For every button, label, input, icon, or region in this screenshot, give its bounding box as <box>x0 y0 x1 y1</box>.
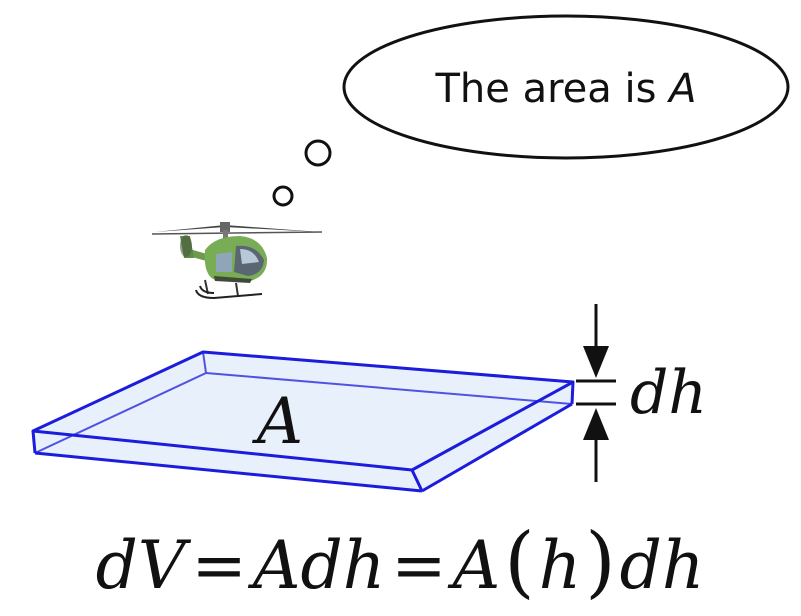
eq-sign-1: = <box>192 527 247 604</box>
slab-area-label: A <box>252 385 303 459</box>
eq-lhs: dV <box>96 527 192 604</box>
eq-rhs-A: A <box>447 527 501 604</box>
slab-top-face <box>33 352 573 470</box>
slab-visible-edges <box>31 350 575 493</box>
thought-bubble-cloud <box>342 14 790 160</box>
eq-mid-A: A <box>247 527 301 604</box>
helicopter-icon <box>151 222 323 300</box>
eq-sign-2: = <box>391 527 446 604</box>
volume-equation: dV=Adh=A(h)dh <box>96 517 705 607</box>
eq-lparen: ( <box>504 517 534 607</box>
eq-rparen: ) <box>585 517 615 607</box>
thickness-label: dh <box>630 358 707 428</box>
eq-rhs-dh: dh <box>620 527 705 604</box>
slab-hidden-edges <box>34 351 573 454</box>
thought-bubble-text: The area is A <box>434 66 696 112</box>
eq-mid-dh: dh <box>301 527 386 604</box>
thought-bubble: The area is A <box>272 14 790 207</box>
thought-bubble-dot-small <box>272 185 294 207</box>
thought-bubble-variable: A <box>666 66 696 112</box>
area-slab: A <box>31 350 575 493</box>
thought-bubble-dot-large <box>304 139 332 167</box>
eq-rhs-h: h <box>539 527 582 604</box>
slab-front-face <box>33 431 422 491</box>
thought-bubble-prefix: The area is <box>434 66 669 112</box>
dimension-arrows-icon <box>576 304 616 482</box>
slab-side-face <box>412 382 573 491</box>
